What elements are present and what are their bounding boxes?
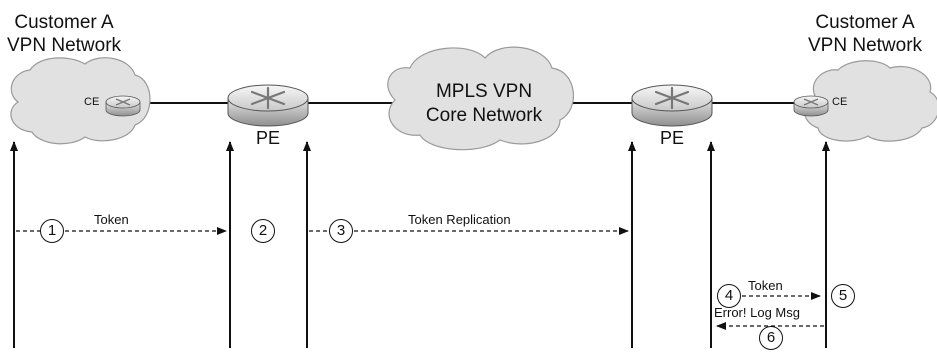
left-pe-router-icon bbox=[227, 84, 309, 127]
left-site-title: Customer A VPN Network bbox=[7, 11, 121, 57]
left-vpn-cloud bbox=[10, 57, 151, 145]
right-site-title-line1: Customer A bbox=[815, 12, 915, 33]
right-site-title-line2: VPN Network bbox=[808, 35, 923, 56]
step-3-badge: 3 bbox=[329, 219, 353, 243]
right-site-title: Customer A VPN Network bbox=[808, 11, 922, 57]
token-label: Token bbox=[94, 212, 129, 227]
right-ce-router-icon bbox=[793, 95, 829, 117]
left-ce-router-icon bbox=[105, 95, 141, 117]
step-4-badge: 4 bbox=[717, 284, 741, 308]
left-ce-label: CE bbox=[84, 96, 100, 108]
left-site-title-line1: Customer A bbox=[14, 12, 114, 33]
left-site-title-line2: VPN Network bbox=[7, 35, 122, 56]
error-log-label: Error! Log Msg bbox=[714, 305, 800, 320]
right-pe-label: PE bbox=[660, 128, 685, 148]
right-ce-label: CE bbox=[832, 96, 848, 108]
step-1-badge: 1 bbox=[40, 219, 64, 243]
core-label-line1: MPLS VPN bbox=[435, 81, 533, 102]
step-2-badge: 2 bbox=[251, 219, 275, 243]
step-6-badge: 6 bbox=[759, 326, 783, 350]
core-cloud bbox=[387, 46, 574, 151]
step-5-badge: 5 bbox=[831, 284, 855, 308]
core-label-line2: Core Network bbox=[425, 105, 543, 126]
left-pe-label: PE bbox=[256, 128, 281, 148]
token-return-label: Token bbox=[748, 278, 783, 293]
token-replication-label: Token Replication bbox=[408, 212, 511, 227]
core-network-label: MPLS VPN Core Network bbox=[410, 80, 558, 128]
right-pe-router-icon bbox=[631, 84, 713, 127]
